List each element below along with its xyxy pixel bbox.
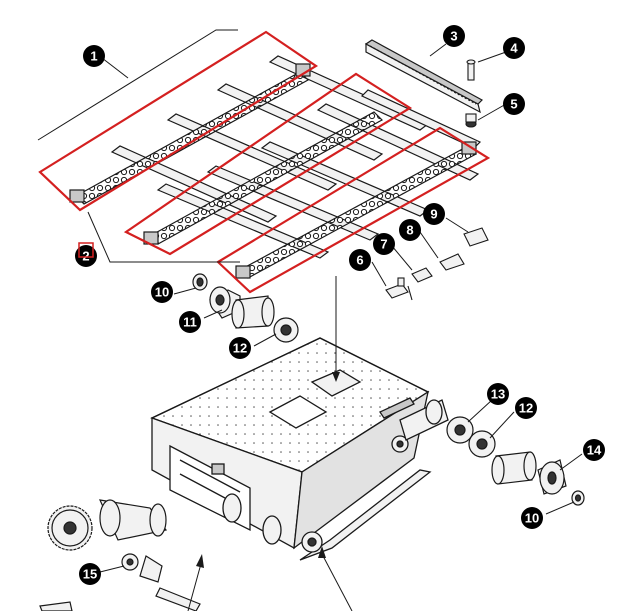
main-housing (150, 337, 449, 561)
callout-number: 14 (587, 443, 602, 458)
callout-8: 8 (399, 219, 421, 241)
callout-12: 12 (515, 397, 537, 419)
callout-14: 14 (583, 439, 605, 461)
callout-circle (423, 203, 445, 225)
callout-number: 10 (155, 285, 169, 300)
screw (466, 59, 476, 81)
guide-rail (364, 39, 483, 114)
callout-13: 13 (487, 383, 509, 405)
callout-number: 3 (450, 29, 457, 44)
chain-slat-assembly (69, 55, 482, 279)
callout-circle (229, 337, 251, 359)
highlight-frame-3 (216, 126, 491, 294)
drive-parts (39, 499, 201, 611)
callout-circle (373, 233, 395, 255)
connector-links (385, 227, 489, 301)
callout-6: 6 (349, 249, 371, 271)
callout-4: 4 (503, 37, 525, 59)
callout-circle (399, 219, 421, 241)
callout-circle (75, 245, 97, 267)
callout-number: 8 (406, 223, 413, 238)
leader-lines (87, 43, 583, 611)
callout-3: 3 (443, 25, 465, 47)
callout-number: 15 (83, 567, 97, 582)
callout-1: 1 (83, 45, 105, 67)
callout-number: 13 (491, 387, 505, 402)
callout-11: 11 (179, 311, 201, 333)
callout-circle (503, 93, 525, 115)
highlight-frames (38, 30, 491, 294)
callout-number: 2 (82, 249, 89, 264)
callout-circle (83, 45, 105, 67)
callout-circle (151, 281, 173, 303)
callout-circle (349, 249, 371, 271)
callout-15: 15 (79, 563, 101, 585)
callout-circle (515, 397, 537, 419)
right-shaft-parts (446, 416, 585, 506)
callout-number: 10 (525, 511, 539, 526)
callout-2: 2 (75, 242, 97, 267)
callout-number: 11 (183, 315, 197, 330)
callout-10: 10 (521, 507, 543, 529)
callout-circle (487, 383, 509, 405)
callout-number: 7 (380, 237, 387, 252)
callout-circle (583, 439, 605, 461)
callout-number: 9 (430, 207, 437, 222)
callout-circle (521, 507, 543, 529)
callout-12: 12 (229, 337, 251, 359)
nut (465, 113, 477, 128)
callout-number: 6 (356, 253, 363, 268)
highlight-frame-1 (38, 30, 319, 212)
callout-7: 7 (373, 233, 395, 255)
callout-number: 12 (519, 401, 533, 416)
leader-1-bracket (37, 29, 238, 141)
callout-circle (443, 25, 465, 47)
callout-circle (79, 563, 101, 585)
callout-number: 4 (510, 41, 518, 56)
callout-5: 5 (503, 93, 525, 115)
callout-10: 10 (151, 281, 173, 303)
callout-number: 12 (233, 341, 247, 356)
callout-number: 5 (510, 97, 517, 112)
callout-number: 1 (90, 49, 97, 64)
callout-circle (179, 311, 201, 333)
callout-circle (503, 37, 525, 59)
highlight-frame-2 (123, 72, 413, 256)
callout-9: 9 (423, 203, 445, 225)
arrowheads (196, 372, 340, 568)
left-shaft-parts (192, 273, 299, 343)
callout-2-highlight-box (78, 242, 94, 258)
